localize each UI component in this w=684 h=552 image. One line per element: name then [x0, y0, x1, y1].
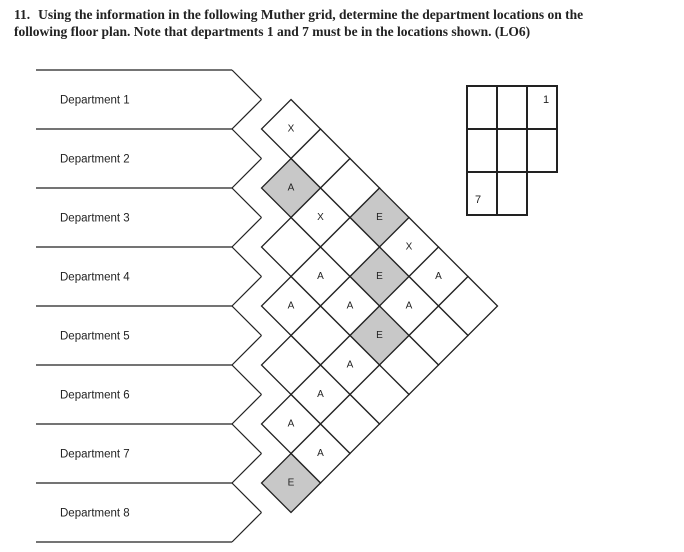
relationship-code: X	[288, 124, 295, 135]
row-connector	[231, 453, 262, 484]
relationship-cell	[260, 452, 322, 514]
floor-plan-cell	[526, 85, 558, 130]
floor-plan-label: 7	[475, 194, 481, 206]
relationship-code: A	[317, 389, 324, 400]
row-connector	[231, 158, 262, 189]
relationship-code: A	[288, 301, 295, 312]
row-connector	[231, 423, 262, 454]
floor-plan-cell	[496, 128, 528, 173]
relationship-code: A	[406, 301, 413, 312]
row-connector	[231, 99, 262, 130]
department-label: Department 2	[60, 154, 130, 166]
row-connector	[231, 364, 262, 395]
floor-plan-cell	[466, 85, 498, 130]
question-text: 11. Using the information in the followin…	[14, 6, 674, 40]
floor-plan-cell	[526, 128, 558, 173]
row-connector	[231, 187, 262, 218]
question-line-2: following floor plan. Note that departme…	[14, 24, 531, 39]
department-label: Department 5	[60, 331, 130, 343]
relationship-code: X	[317, 212, 324, 223]
relationship-code: E	[376, 330, 383, 341]
question-line-1: Using the information in the following M…	[38, 7, 584, 22]
row-connector	[231, 217, 262, 248]
relationship-code: A	[317, 271, 324, 282]
row-connector	[231, 69, 262, 100]
relationship-code: A	[317, 448, 324, 459]
department-label: Department 1	[60, 95, 130, 107]
row-connector	[231, 394, 262, 425]
relationship-code: A	[347, 301, 354, 312]
row-connector	[231, 128, 262, 159]
floor-plan-label: 1	[543, 94, 549, 106]
department-label: Department 6	[60, 390, 130, 402]
department-label: Department 3	[60, 213, 130, 225]
relationship-code: E	[376, 271, 383, 282]
floor-plan-cell	[466, 128, 498, 173]
floor-plan-cell	[496, 85, 528, 130]
relationship-code: E	[376, 212, 383, 223]
department-label: Department 8	[60, 508, 130, 520]
relationship-code: A	[435, 271, 442, 282]
row-connector	[231, 276, 262, 307]
relationship-code: A	[288, 419, 295, 430]
question-number: 11.	[14, 7, 31, 22]
relationship-code: E	[288, 478, 295, 489]
row-connector	[231, 246, 262, 277]
row-connector	[231, 482, 262, 513]
department-label: Department 7	[60, 449, 130, 461]
relationship-code: X	[406, 242, 413, 253]
department-label: Department 4	[60, 272, 130, 284]
relationship-code: A	[347, 360, 354, 371]
floor-plan-cell	[496, 171, 528, 216]
row-connector	[231, 305, 262, 336]
row-connector	[231, 335, 262, 366]
floor-plan-cell	[466, 171, 498, 216]
relationship-code: A	[288, 183, 295, 194]
row-connector	[231, 512, 262, 543]
